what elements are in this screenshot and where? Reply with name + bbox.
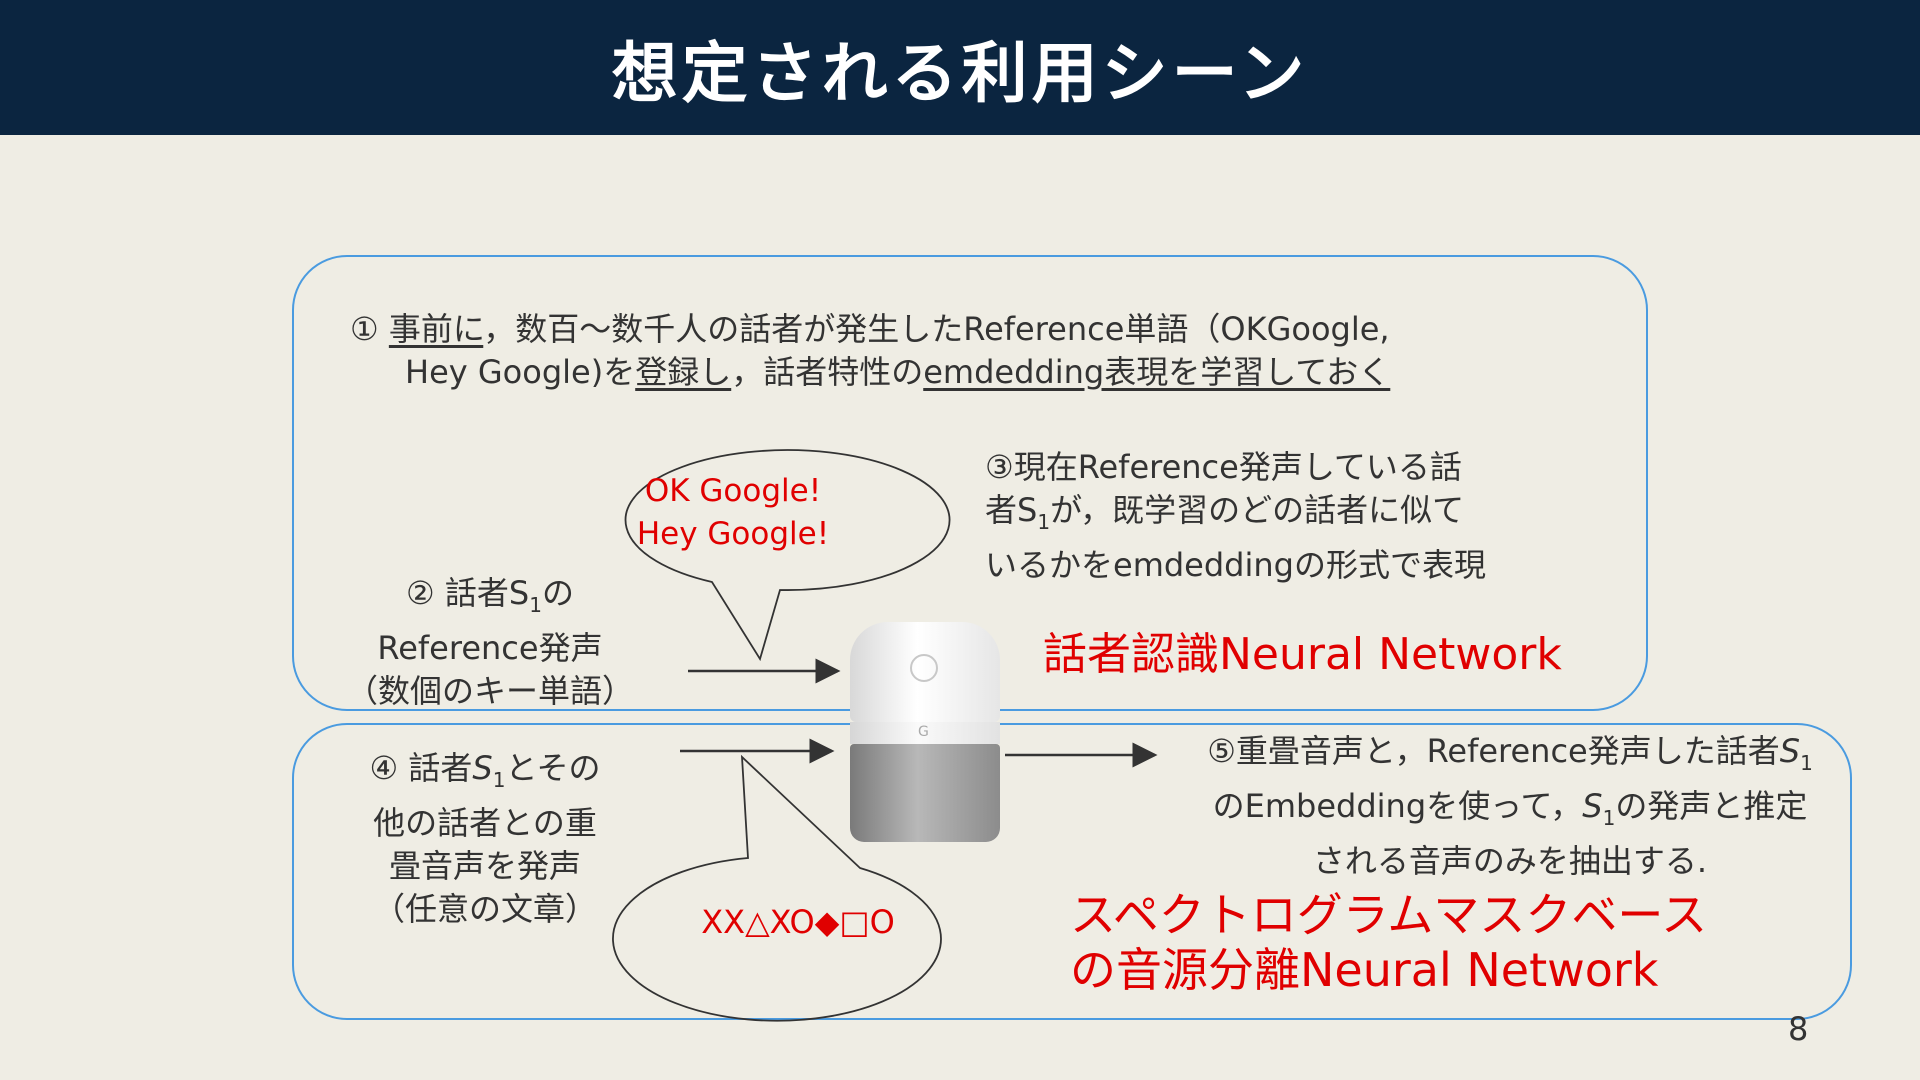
source-separation-nn-label: スペクトログラムマスクベース の音源分離Neural Network — [1070, 888, 1708, 997]
smart-speaker-image: G — [850, 622, 1000, 842]
step2-text: ② 話者S1の Reference発声 （数個のキー単語） — [345, 574, 634, 710]
bubble1-text: OK Google! Hey Google! — [636, 473, 830, 552]
step5-text: ⑤重畳音声と，Reference発声した話者S1 のEmbeddingを使って，… — [1207, 732, 1813, 880]
speaker-recognition-nn-label: 話者認識Neural Network — [1043, 629, 1562, 680]
speech-bubble-1 — [624, 449, 951, 662]
step1-text: ① 事前に，数百〜数千人の話者が発生したReference単語（OKGoogle… — [350, 310, 1391, 391]
step3-text: ③現在Reference発声している話 者S1が，既学習のどの話者に似て いるか… — [985, 448, 1486, 584]
step4-text: ④ 話者S1とその 他の話者との重 畳音声を発声 （任意の文章） — [369, 749, 601, 928]
source-separation-box — [292, 723, 1852, 1020]
speech-bubble-2 — [612, 754, 942, 1022]
slide-title: 想定される利用シーン — [611, 34, 1309, 112]
page-number: 8 — [1788, 1010, 1809, 1048]
title-bar: 想定される利用シーン — [0, 0, 1920, 135]
bubble2-text: XX△XO◆□O — [701, 903, 895, 941]
